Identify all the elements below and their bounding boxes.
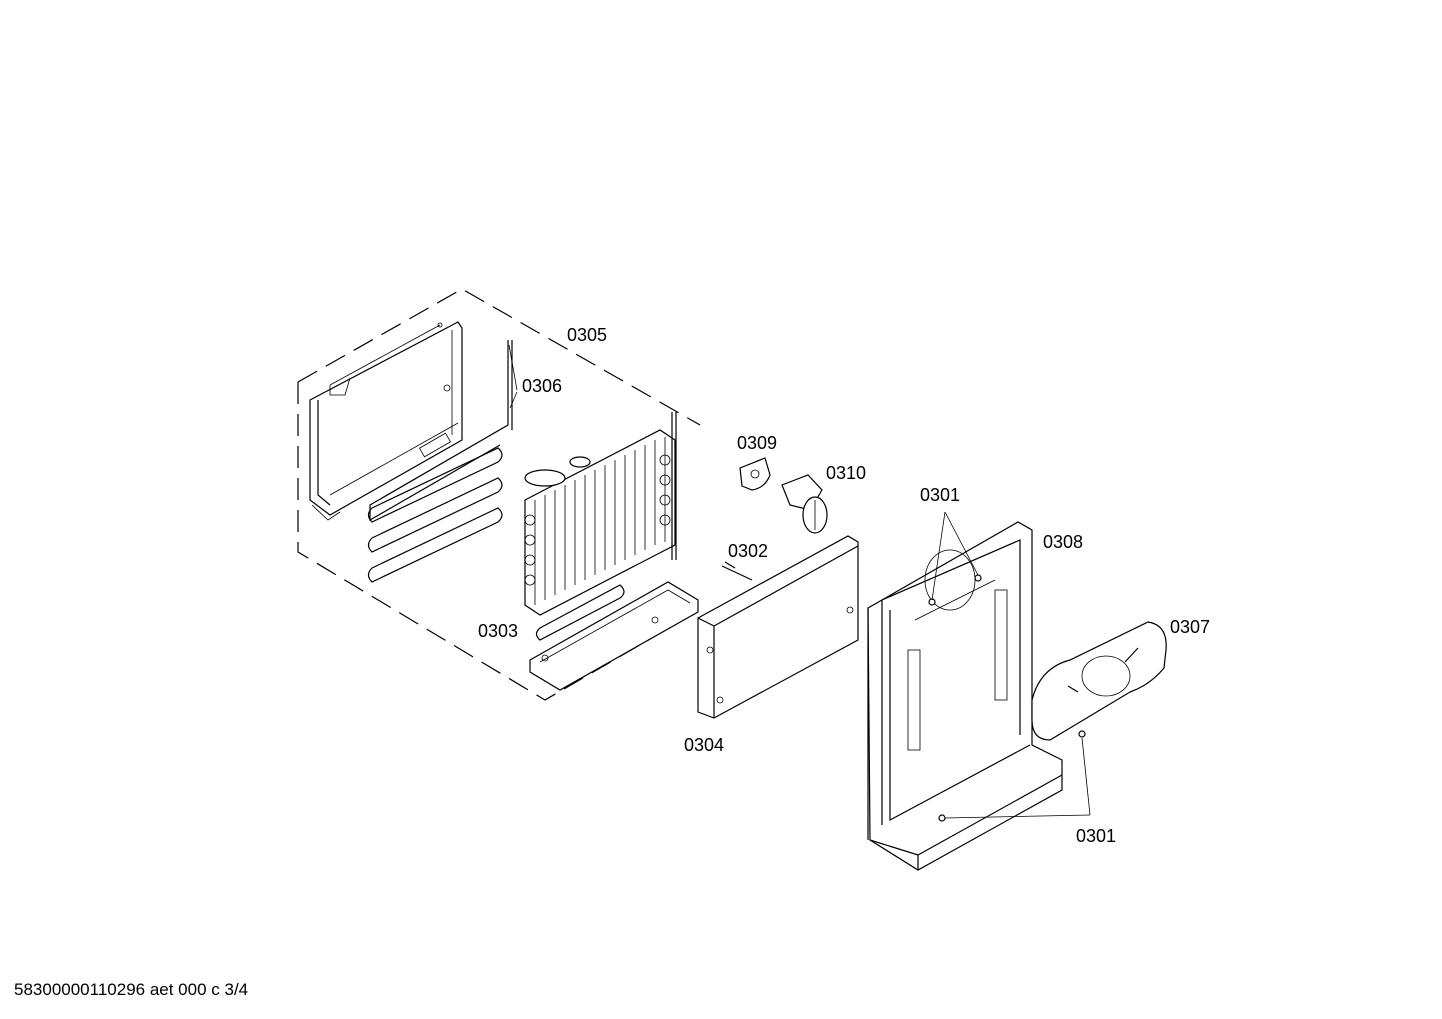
- callout-0308: 0308: [1043, 532, 1083, 552]
- bracket-0309: [739, 457, 771, 491]
- callout-0301-top: 0301: [920, 485, 960, 505]
- callout-0306: 0306: [522, 376, 562, 396]
- cover-panel-0304: [697, 535, 859, 719]
- callout-0303: 0303: [478, 621, 518, 641]
- callout-0302: 0302: [728, 541, 768, 561]
- fan-cover-0307: [1031, 621, 1167, 741]
- fan-housing-0308: [867, 521, 1063, 871]
- callout-0305: 0305: [567, 325, 607, 345]
- drip-tray: [529, 581, 699, 691]
- heater-wire-0306: [369, 340, 518, 522]
- fan-motor-0310: [781, 474, 828, 534]
- evaporator-coil: [524, 412, 677, 616]
- callout-0301-bottom: 0301: [1076, 826, 1116, 846]
- pin-0302: [721, 561, 753, 581]
- leader-lines: [508, 344, 1091, 819]
- callout-0307: 0307: [1170, 617, 1210, 637]
- document-id: 58300000110296 aet 000 c 3/4: [14, 980, 249, 999]
- evaporator-back-panel: [309, 321, 463, 521]
- callout-0310: 0310: [826, 463, 866, 483]
- defrost-heater-0303: [367, 447, 625, 641]
- callout-0309: 0309: [737, 433, 777, 453]
- callout-0304: 0304: [684, 735, 724, 755]
